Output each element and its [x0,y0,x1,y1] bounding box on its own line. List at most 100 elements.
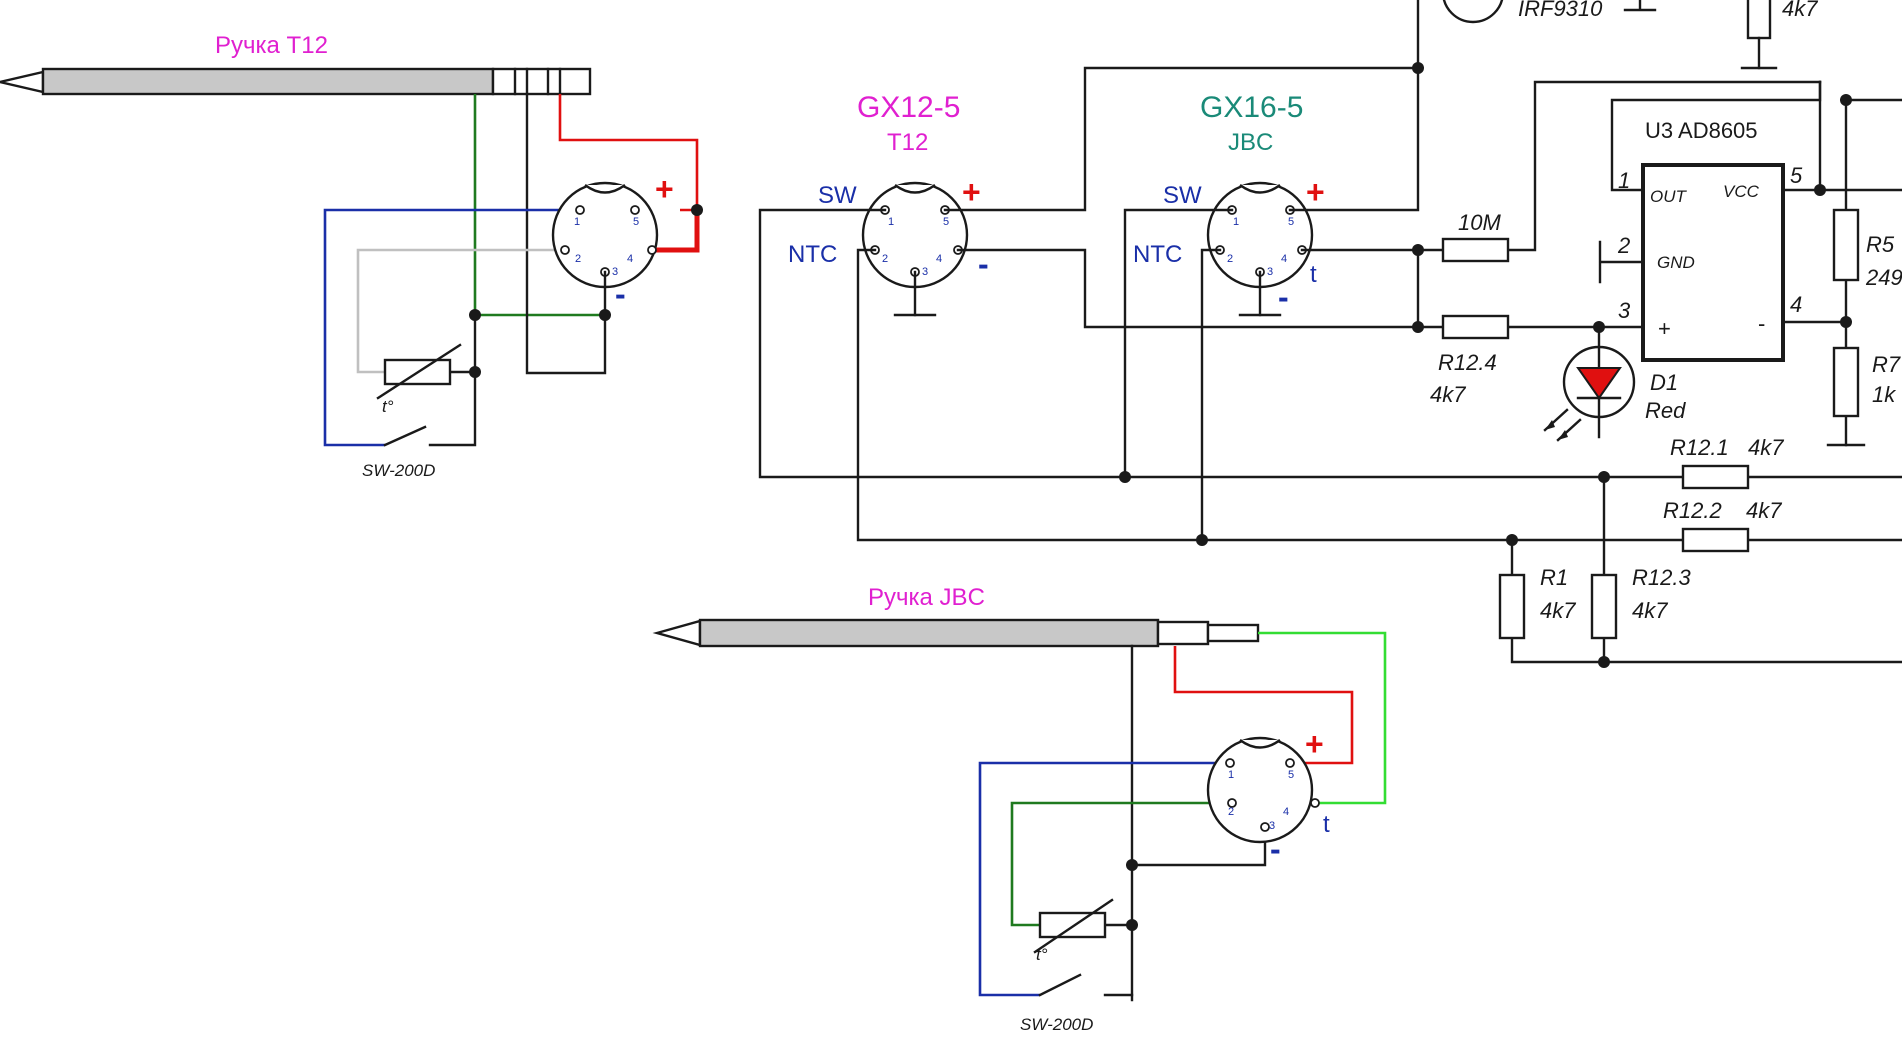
svg-text:+: + [962,174,981,210]
jbc-switch: SW-200D [1020,973,1134,1034]
svg-text:4: 4 [627,253,633,265]
opamp-title: U3 AD8605 [1645,118,1758,143]
gx16-sub: JBC [1228,129,1273,156]
gx12-sub: T12 [887,129,928,156]
resistor-r5 [1832,208,1860,282]
svg-text:R12.4: R12.4 [1438,350,1497,375]
svg-text:+: + [1658,316,1671,341]
svg-text:5: 5 [1790,163,1803,188]
jbc-tip [652,619,702,647]
svg-text:-: - [1758,311,1765,336]
opamp-u3: U3 AD8605 OUT VCC GND + - 1 2 3 4 5 [1598,80,1902,362]
main-wiring [758,0,1902,546]
svg-text:-: - [1270,831,1281,867]
svg-text:4k7: 4k7 [1540,598,1576,623]
gx16-name: GX16-5 [1200,91,1303,124]
gx16-connector: GX16-5 JBC 1 2 3 4 5 SW NTC + - t [1133,91,1325,317]
svg-text:4k7: 4k7 [1746,498,1782,523]
resistor-r12-2: R12.2 4k7 [1663,498,1782,553]
svg-text:1: 1 [574,216,580,228]
gx12-name: GX12-5 [857,91,960,124]
t12-contacts [491,67,592,96]
svg-text:4k7: 4k7 [1782,0,1818,21]
svg-text:249: 249 [1865,265,1902,290]
jbc-body [698,618,1160,648]
svg-text:NTC: NTC [788,241,837,268]
resistor-r12-1: R12.1 4k7 [1670,435,1784,490]
svg-text:4k7: 4k7 [1632,598,1668,623]
mosfet-partial: IRF9310 [1442,0,1657,24]
svg-text:4k7: 4k7 [1748,435,1784,460]
svg-text:5: 5 [1288,769,1294,781]
resistor-r12-3 [1590,573,1618,640]
t12-switch-label: SW-200D [362,461,435,480]
svg-text:R7: R7 [1872,352,1901,377]
jbc-handle-title: Ручка JBC [868,584,985,611]
svg-text:3: 3 [922,266,928,278]
t12-switch: SW-200D [362,425,435,480]
svg-text:1: 1 [888,216,894,228]
top-resistor-partial: 4k7 [1740,0,1818,70]
svg-text:R5: R5 [1866,232,1895,257]
jbc-handle: Ручка JBC [652,584,1260,648]
svg-text:SW: SW [818,182,857,209]
t12-socket: 1 2 3 4 5 + - [551,171,674,317]
svg-text:2: 2 [1617,233,1630,258]
svg-text:D1: D1 [1650,370,1678,395]
divider-r5-r7: R5 249 R7 1k [1826,94,1902,447]
resistor-r1 [1498,573,1526,640]
svg-text:2: 2 [1228,806,1234,818]
svg-text:4: 4 [1790,292,1802,317]
t12-body [41,67,495,96]
svg-text:2: 2 [575,253,581,265]
svg-text:3: 3 [1618,298,1631,323]
svg-text:t: t [1310,261,1317,288]
svg-text:2: 2 [1227,253,1233,265]
svg-text:NTC: NTC [1133,241,1182,268]
svg-text:R1: R1 [1540,565,1568,590]
svg-text:SW: SW [1163,182,1202,209]
t12-wiring [323,92,703,447]
svg-text:+: + [1305,726,1324,762]
svg-text:R12.3: R12.3 [1632,565,1691,590]
gx12-connector: GX12-5 T12 1 2 3 4 5 SW NTC + - [788,91,989,317]
svg-text:3: 3 [1267,266,1273,278]
svg-text:1: 1 [1233,216,1239,228]
jbc-wiring [978,631,1387,1002]
svg-text:t°: t° [1036,945,1048,964]
t12-tip [0,70,45,94]
svg-text:-: - [1278,279,1289,315]
svg-text:4k7: 4k7 [1430,382,1466,407]
t12-handle: Ручка T12 [0,32,592,96]
svg-text:-: - [978,246,989,282]
jbc-switch-label: SW-200D [1020,1015,1093,1034]
svg-text:R12.2: R12.2 [1663,498,1722,523]
svg-text:1k: 1k [1872,382,1896,407]
resistors-r1-r12-3: R1 4k7 R12.3 4k7 [1498,471,1902,668]
svg-text:OUT: OUT [1650,187,1688,206]
svg-text:5: 5 [1288,216,1294,228]
svg-text:VCC: VCC [1723,182,1760,201]
svg-text:+: + [1306,174,1325,210]
svg-text:t°: t° [382,397,394,416]
t12-thermistor: t° [376,343,462,416]
svg-text:5: 5 [633,216,639,228]
jbc-socket: 1 2 3 4 5 + - t [1206,726,1330,867]
svg-text:-: - [615,276,626,312]
resistor-r7 [1832,346,1860,418]
led-d1: D1 Red [1543,325,1686,442]
resistor-10m: 10M [1441,210,1510,263]
svg-text:Red: Red [1645,398,1686,423]
jbc-thermistor: t° [1033,898,1114,964]
mosfet-label: IRF9310 [1518,0,1603,21]
svg-text:3: 3 [1269,820,1275,832]
svg-text:R12.1: R12.1 [1670,435,1729,460]
svg-text:4: 4 [1281,253,1287,265]
resistor-r12-4: R12.4 4k7 [1430,314,1510,407]
svg-text:2: 2 [882,253,888,265]
t12-handle-title: Ручка T12 [215,32,328,59]
svg-text:1: 1 [1228,769,1234,781]
svg-text:3: 3 [612,266,618,278]
svg-text:+: + [655,171,674,207]
